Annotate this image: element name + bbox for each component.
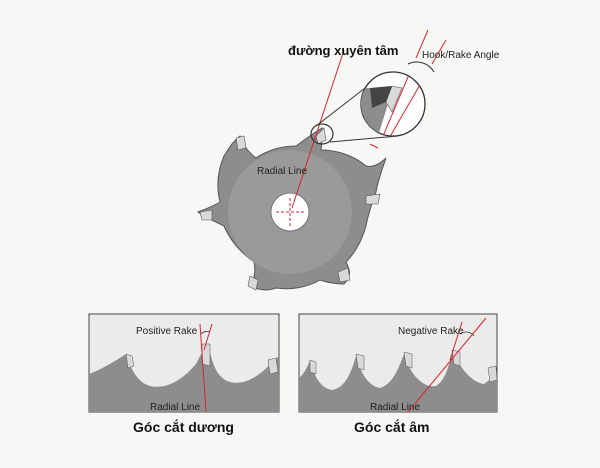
- positive-rake-label: Positive Rake: [136, 326, 198, 337]
- blade-tip-6: [235, 135, 247, 151]
- blade-tip-3: [337, 267, 351, 283]
- tooth-highlight-ellipse: [310, 123, 334, 145]
- negative-rake-panel: [298, 313, 498, 413]
- caption-negative: Góc cắt âm: [354, 418, 429, 435]
- magnifier-line-bottom: [329, 135, 399, 143]
- hook-angle-label: Hook/Rake Angle: [422, 50, 500, 61]
- center-line-label: đường xuyên tâm: [288, 43, 398, 58]
- arbor-hole: [270, 192, 310, 232]
- radial-line-main: [291, 49, 345, 209]
- saw-blade: [196, 49, 387, 291]
- blade-tip-4: [247, 275, 259, 291]
- blade-tip-5: [199, 209, 213, 221]
- zoom-detail: [360, 29, 447, 149]
- blade-tip-1: [315, 127, 327, 145]
- radial-line-right-label: Radial Line: [370, 402, 420, 413]
- positive-rake-panel: [88, 313, 280, 413]
- radial-line-left-label: Radial Line: [150, 402, 200, 413]
- negative-rake-label: Negative Rake: [398, 326, 464, 337]
- blade-tip-2: [365, 193, 381, 205]
- caption-positive: Góc cắt dương: [133, 418, 234, 435]
- radial-line-main-label: Radial Line: [257, 166, 307, 177]
